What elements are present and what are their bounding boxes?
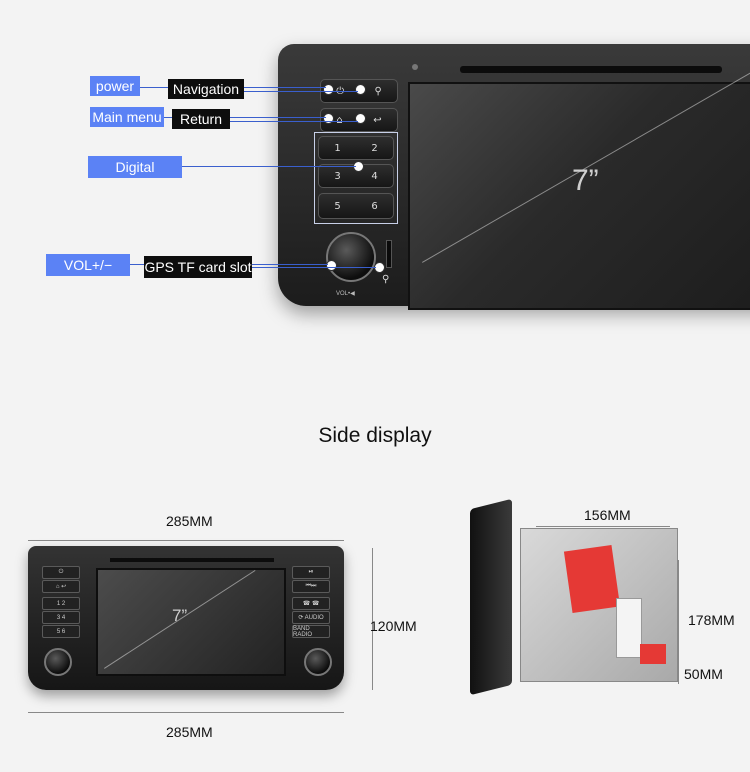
- return-label: Return: [172, 109, 230, 129]
- head-unit-screen: [408, 82, 750, 310]
- width-bottom-label: 285MM: [166, 724, 213, 740]
- digit-button-5-6[interactable]: 5 6: [318, 193, 394, 219]
- callout-dot-navigation: [355, 84, 366, 95]
- home-icon: ⌂: [336, 114, 343, 126]
- callout-dot-power: [323, 84, 334, 95]
- main-menu-leader: [164, 117, 326, 118]
- digit-2: 2: [371, 142, 378, 154]
- front-left-key-4[interactable]: 3 4: [42, 611, 80, 624]
- digit-6: 6: [371, 200, 378, 212]
- section-title: Side display: [318, 424, 432, 447]
- side-height-label: 178MM: [688, 612, 735, 628]
- gps-leader: [252, 267, 376, 268]
- front-right-key-1[interactable]: ⏯: [292, 566, 330, 579]
- main-menu-label: Main menu: [90, 107, 164, 127]
- side-depth-label: 50MM: [684, 666, 723, 682]
- warranty-sticker: [563, 544, 621, 614]
- screen-size-label: 7”: [572, 164, 599, 197]
- vol-mark: VOL•◀: [336, 291, 355, 297]
- front-volume-knob[interactable]: [44, 648, 72, 676]
- mic-hole: [412, 64, 418, 70]
- digit-1: 1: [334, 142, 341, 154]
- side-faceplate: [470, 498, 512, 696]
- chassis-red-tag: [640, 644, 666, 664]
- digit-button-1-2[interactable]: 1 2: [318, 136, 394, 160]
- front-right-key-3[interactable]: ☎ ☎: [292, 597, 330, 610]
- volume-knob[interactable]: [326, 232, 376, 282]
- tf-card-slot[interactable]: [386, 240, 392, 268]
- gps-pin-icon: ⚲: [382, 274, 390, 285]
- digital-leader: [182, 166, 356, 167]
- front-disc-slot: [110, 558, 274, 562]
- vol-label: VOL+/−: [46, 254, 130, 276]
- front-screen: [96, 568, 286, 676]
- location-pin-icon: ⚲: [374, 85, 382, 97]
- width-top-label: 285MM: [166, 513, 213, 529]
- callout-dot-vol: [326, 260, 337, 271]
- width-dimension-line-bottom: [28, 712, 344, 713]
- callout-dot-return: [355, 113, 366, 124]
- side-height-line: [678, 560, 679, 684]
- chassis-label: [616, 598, 642, 658]
- return-icon: ↩: [373, 114, 382, 126]
- side-width-line: [536, 526, 670, 527]
- front-height-label: 120MM: [370, 618, 417, 634]
- navigation-label: Navigation: [168, 79, 244, 99]
- digit-4: 4: [371, 170, 378, 182]
- return-leader: [230, 121, 358, 122]
- digital-keys-outline: [314, 132, 398, 224]
- front-left-key-2[interactable]: ⌂ ↩: [42, 580, 80, 593]
- front-left-key-3[interactable]: 1 2: [42, 597, 80, 610]
- callout-dot-main-menu: [323, 113, 334, 124]
- front-right-key-5[interactable]: BAND RADIO: [292, 625, 330, 638]
- front-right-key-2[interactable]: ⏮⏭: [292, 580, 330, 593]
- digit-3: 3: [334, 170, 341, 182]
- digit-5: 5: [334, 200, 341, 212]
- front-left-key-1[interactable]: ⏻: [42, 566, 80, 579]
- front-tune-knob[interactable]: [304, 648, 332, 676]
- width-dimension-line-top: [28, 540, 344, 541]
- digital-label: Digital: [88, 156, 182, 178]
- height-dimension-line: [372, 548, 373, 690]
- side-width-label: 156MM: [584, 507, 631, 523]
- front-right-key-4[interactable]: ⟳ AUDIO: [292, 611, 330, 624]
- front-left-key-5[interactable]: 5 6: [42, 625, 80, 638]
- power-label: power: [90, 76, 140, 96]
- gps-tf-card-label: GPS TF card slot: [144, 256, 252, 278]
- disc-slot: [460, 66, 722, 73]
- front-screen-size: 7”: [172, 606, 188, 625]
- navigation-leader: [244, 91, 358, 92]
